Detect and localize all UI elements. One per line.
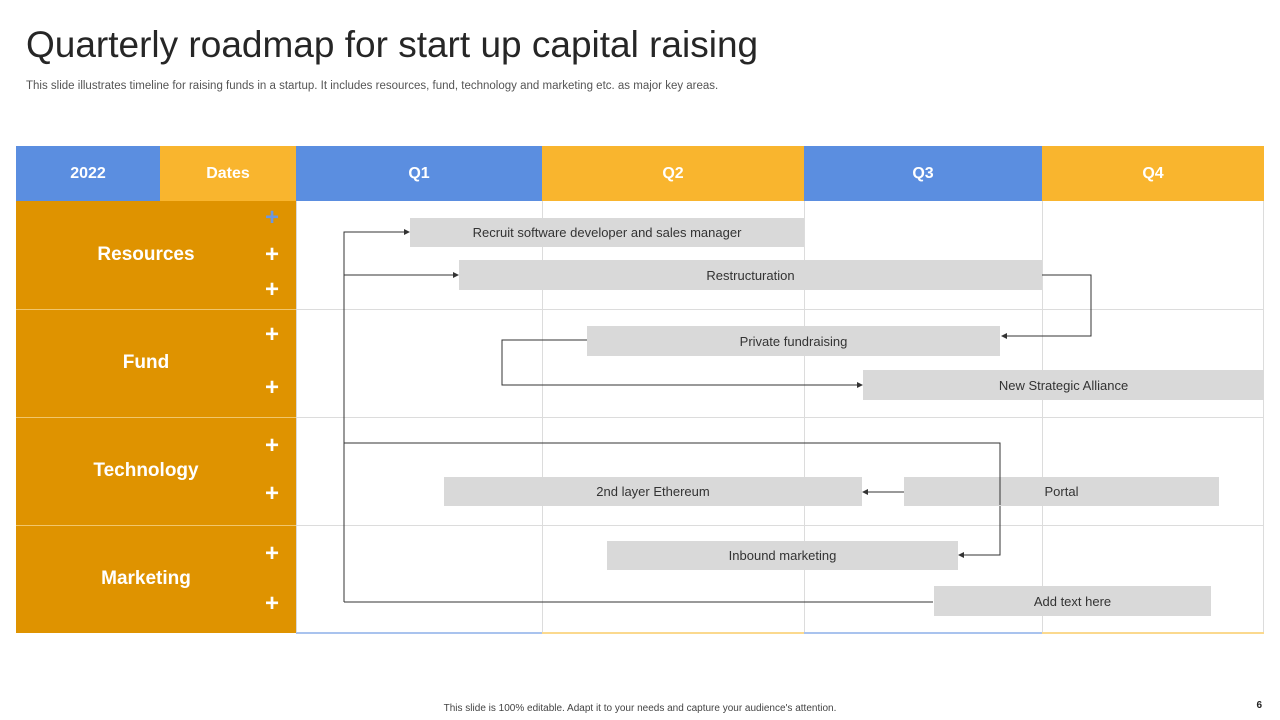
year-header: 2022 — [16, 146, 160, 201]
quarter-header-q2: Q2 — [542, 146, 804, 201]
connector-line — [344, 442, 1001, 505]
grid-bottom-accent — [804, 632, 1042, 634]
row-label-resources: Resources — [16, 201, 296, 309]
connector-line — [501, 339, 863, 388]
grid-bottom-accent — [542, 632, 804, 634]
task-bar-ethereum[interactable]: 2nd layer Ethereum — [444, 477, 862, 506]
plus-icon[interactable]: + — [264, 374, 279, 401]
dates-header: Dates — [160, 146, 296, 201]
plus-icon[interactable]: + — [264, 480, 279, 507]
grid-row-line — [296, 309, 1264, 310]
grid-row-line — [296, 417, 1264, 418]
grid-bottom-accent — [296, 632, 542, 634]
task-bar-private-fundraising[interactable]: Private fundraising — [587, 326, 1000, 356]
connector-line — [343, 229, 410, 602]
row-label-fund: Fund — [16, 309, 296, 417]
plus-icon[interactable]: + — [264, 590, 279, 617]
task-bar-restructuration[interactable]: Restructuration — [459, 260, 1042, 290]
plus-icon[interactable]: + — [264, 276, 279, 303]
grid-row-line — [296, 525, 1264, 526]
task-bar-strategic-alliance[interactable]: New Strategic Alliance — [863, 370, 1264, 400]
quarter-header-q4: Q4 — [1042, 146, 1264, 201]
task-bar-portal[interactable]: Portal — [904, 477, 1219, 506]
task-bar-inbound-marketing[interactable]: Inbound marketing — [607, 541, 958, 570]
task-bar-add-text[interactable]: Add text here — [934, 586, 1211, 616]
row-divider — [16, 417, 296, 418]
row-label-marketing: Marketing — [16, 525, 296, 633]
page-number: 6 — [1256, 700, 1262, 711]
page-subtitle: This slide illustrates timeline for rais… — [26, 80, 719, 92]
row-divider — [16, 309, 296, 310]
grid-bottom-accent — [1042, 632, 1264, 634]
footer-note: This slide is 100% editable. Adapt it to… — [443, 703, 837, 714]
row-divider — [16, 525, 296, 526]
plus-icon[interactable]: + — [264, 241, 279, 268]
task-bar-recruit[interactable]: Recruit software developer and sales man… — [410, 218, 804, 247]
connector-line — [958, 506, 1001, 558]
page-title: Quarterly roadmap for start up capital r… — [26, 24, 759, 65]
plus-icon[interactable]: + — [264, 540, 279, 567]
plus-icon[interactable]: + — [264, 432, 279, 459]
plus-icon[interactable]: + — [264, 204, 279, 231]
quarter-header-q3: Q3 — [804, 146, 1042, 201]
quarter-header-q1: Q1 — [296, 146, 542, 201]
connector-line — [1001, 274, 1092, 339]
plus-icon[interactable]: + — [264, 321, 279, 348]
row-label-technology: Technology — [16, 417, 296, 525]
